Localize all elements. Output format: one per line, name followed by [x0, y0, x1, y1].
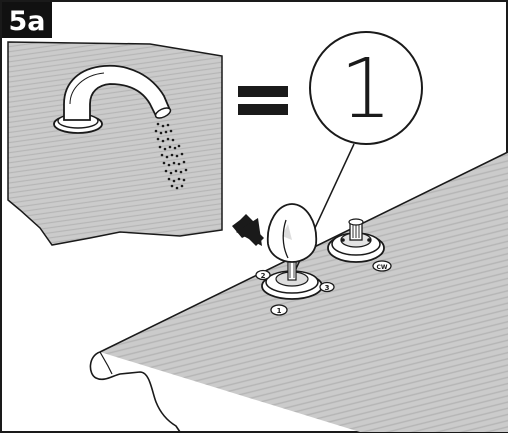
callout-bubble: 1 [309, 31, 423, 145]
svg-text:1: 1 [277, 307, 282, 315]
arrow-down-icon [232, 214, 264, 246]
counter-front-edge [89, 351, 181, 433]
handle-knob [266, 203, 318, 263]
callout-leader-line [287, 143, 355, 287]
spout-detail [53, 64, 172, 134]
position-label-front: 1 [270, 304, 288, 316]
svg-text:3: 3 [325, 284, 330, 292]
position-label-cold: CW [372, 260, 392, 272]
equals-sign [238, 86, 288, 115]
step-badge: 5a [2, 2, 52, 38]
cold-valve-assembly [327, 218, 385, 263]
callout-number: 1 [340, 42, 392, 137]
svg-text:CW: CW [376, 264, 387, 271]
hot-valve-assembly [261, 203, 323, 300]
water-spray-icon [154, 122, 188, 190]
position-label-right: 3 [319, 281, 335, 293]
position-label-left: 2 [255, 269, 271, 281]
svg-text:2: 2 [261, 272, 266, 280]
detail-deck-surface [7, 41, 223, 246]
step-badge-label: 5a [8, 6, 45, 37]
